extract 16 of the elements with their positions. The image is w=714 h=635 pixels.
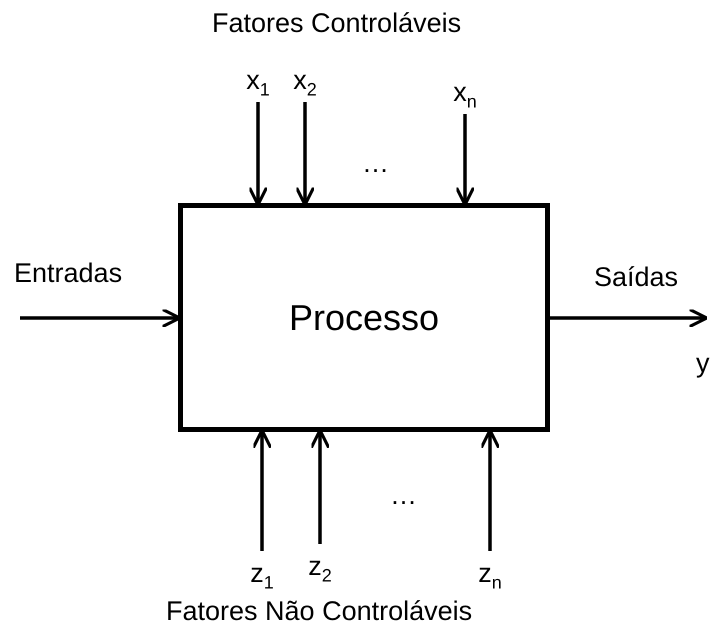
process-label: Processo — [288, 300, 440, 336]
variable-label: z$_{1}$ — [240, 555, 284, 591]
process-box — [178, 203, 550, 432]
group-heading: Fatores Controláveis — [212, 10, 462, 37]
variable-label: x$_{1}$ — [236, 62, 280, 98]
variable-label: x$_{n}$ — [440, 74, 490, 110]
output-label: y — [696, 350, 710, 377]
edge-label: Saídas — [594, 264, 678, 291]
ellipsis: … — [362, 150, 389, 177]
edge-label: Entradas — [14, 260, 122, 287]
arrow — [550, 308, 708, 328]
group-heading: Fatores Não Controláveis — [166, 598, 472, 625]
variable-label: z$_{2}$ — [298, 548, 342, 584]
variable-label: x$_{2}$ — [281, 62, 329, 98]
variable-label: z$_{n}$ — [468, 555, 512, 591]
ellipsis: … — [390, 482, 417, 509]
